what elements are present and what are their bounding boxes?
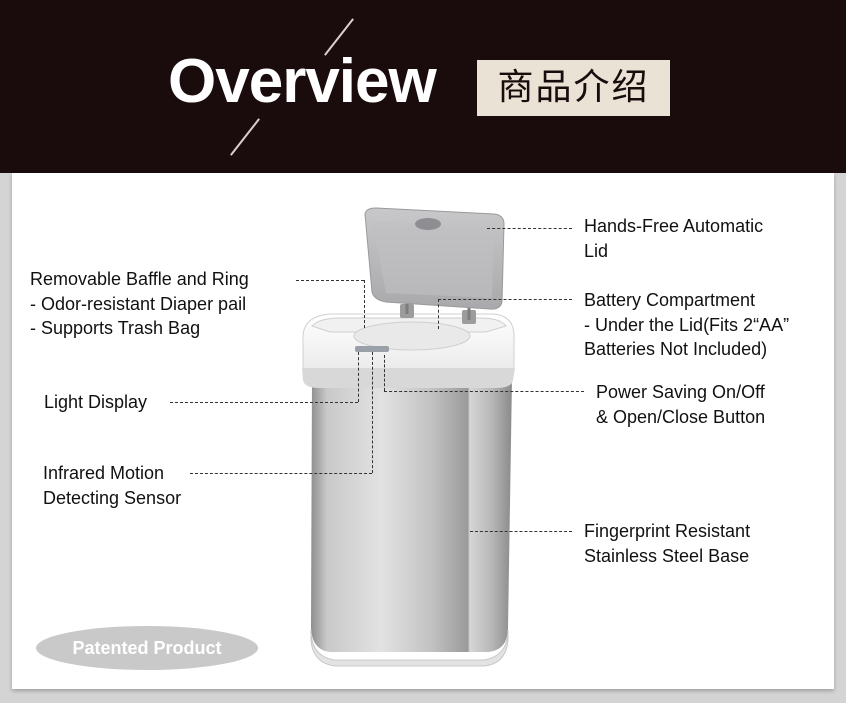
lid-button-icon: [415, 218, 441, 230]
open-lid: [364, 207, 505, 310]
steel-body: [310, 378, 512, 667]
callout-base: Fingerprint Resistant Stainless Steel Ba…: [584, 521, 751, 566]
leader-baffle-v: [364, 280, 365, 328]
leader-light-v: [358, 352, 359, 402]
leader-battery-v: [438, 299, 439, 329]
overview-title: Overview: [168, 47, 437, 116]
leader-light-h: [170, 402, 358, 403]
leader-sensor-h: [190, 473, 372, 474]
product-intro-badge: 商品介绍: [477, 60, 670, 116]
light-display-strip: [355, 346, 389, 352]
leader-baffle-h: [296, 280, 364, 281]
leader-base: [470, 531, 572, 532]
leader-power-v: [384, 355, 385, 391]
patented-product-badge: Patented Product: [36, 626, 258, 670]
callout-sensor: Infrared Motion Detecting Sensor: [43, 463, 182, 508]
callout-lid: Hands-Free Automatic Lid: [584, 216, 764, 261]
leader-battery-h: [438, 299, 572, 300]
leader-power-h: [384, 391, 584, 392]
callout-power: Power Saving On/Off & Open/Close Button: [596, 382, 766, 427]
lid-ring: [302, 313, 515, 388]
header-banner: Overview 商品介绍: [0, 0, 846, 173]
callout-baffle: Removable Baffle and Ring - Odor-resista…: [30, 269, 249, 338]
callout-light: Light Display: [44, 392, 148, 412]
leader-lid: [487, 228, 572, 229]
callout-battery: Battery Compartment - Under the Lid(Fits…: [584, 290, 790, 359]
leader-sensor-v: [372, 352, 373, 473]
